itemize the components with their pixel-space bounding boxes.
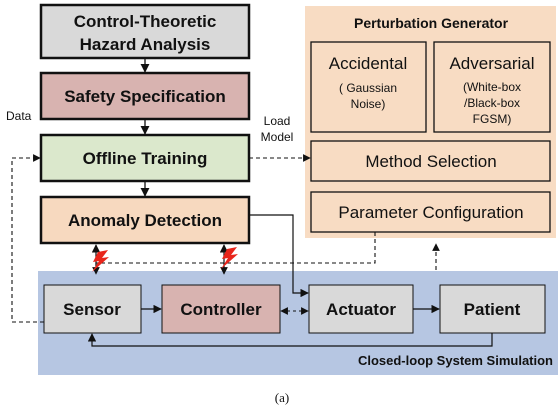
parameter-configuration-box: Parameter Configuration <box>310 191 551 233</box>
controller-box: Controller <box>161 284 281 334</box>
adversarial-title: Adversarial <box>449 54 534 73</box>
load-model-label-line2: Model <box>261 130 294 144</box>
hazard-analysis-line1: Control-Theoretic <box>74 12 217 31</box>
anomaly-detection-label: Anomaly Detection <box>68 211 222 230</box>
feedback-patient-to-sensor <box>87 333 493 347</box>
sensor-label: Sensor <box>63 300 121 319</box>
lightning-icon <box>92 250 109 272</box>
safety-specification-box: Safety Specification <box>39 71 251 121</box>
data-edge-label: Data <box>6 109 32 123</box>
sensor-box: Sensor <box>43 284 142 334</box>
accidental-title: Accidental <box>329 54 407 73</box>
method-selection-label: Method Selection <box>365 152 496 171</box>
safety-specification-label: Safety Specification <box>64 87 226 106</box>
adversarial-line3: FGSM) <box>473 112 512 126</box>
arrow-anomaly-to-actuator <box>249 214 309 298</box>
dashed-data-sensor-to-training <box>11 154 44 323</box>
parameter-configuration-label: Parameter Configuration <box>338 203 523 222</box>
adversarial-box: Adversarial (White-box /Black-box FGSM) <box>433 41 551 133</box>
figure-caption: (a) <box>275 390 289 405</box>
lightning-icon <box>221 247 238 269</box>
method-selection-box: Method Selection <box>310 140 551 182</box>
actuator-label: Actuator <box>326 300 396 319</box>
perturbation-title: Perturbation Generator <box>354 15 509 31</box>
load-model-label-line1: Load <box>264 114 291 128</box>
adversarial-line2: /Black-box <box>464 96 520 110</box>
offline-training-box: Offline Training <box>39 133 251 183</box>
hazard-analysis-box: Control-Theoretic Hazard Analysis <box>39 3 251 60</box>
simulation-label: Closed-loop System Simulation <box>358 353 553 368</box>
accidental-box: Accidental ( Gaussian Noise) <box>310 41 427 133</box>
accidental-line2: Noise) <box>351 97 386 111</box>
patient-label: Patient <box>464 300 521 319</box>
adversarial-line1: (White-box <box>463 80 521 94</box>
actuator-box: Actuator <box>308 284 414 334</box>
patient-box: Patient <box>439 284 546 334</box>
hazard-analysis-line2: Hazard Analysis <box>80 35 211 54</box>
controller-label: Controller <box>180 300 262 319</box>
offline-training-label: Offline Training <box>83 149 208 168</box>
accidental-line1: ( Gaussian <box>339 81 397 95</box>
anomaly-detection-box: Anomaly Detection <box>39 195 251 245</box>
perturbation-panel <box>305 6 556 238</box>
